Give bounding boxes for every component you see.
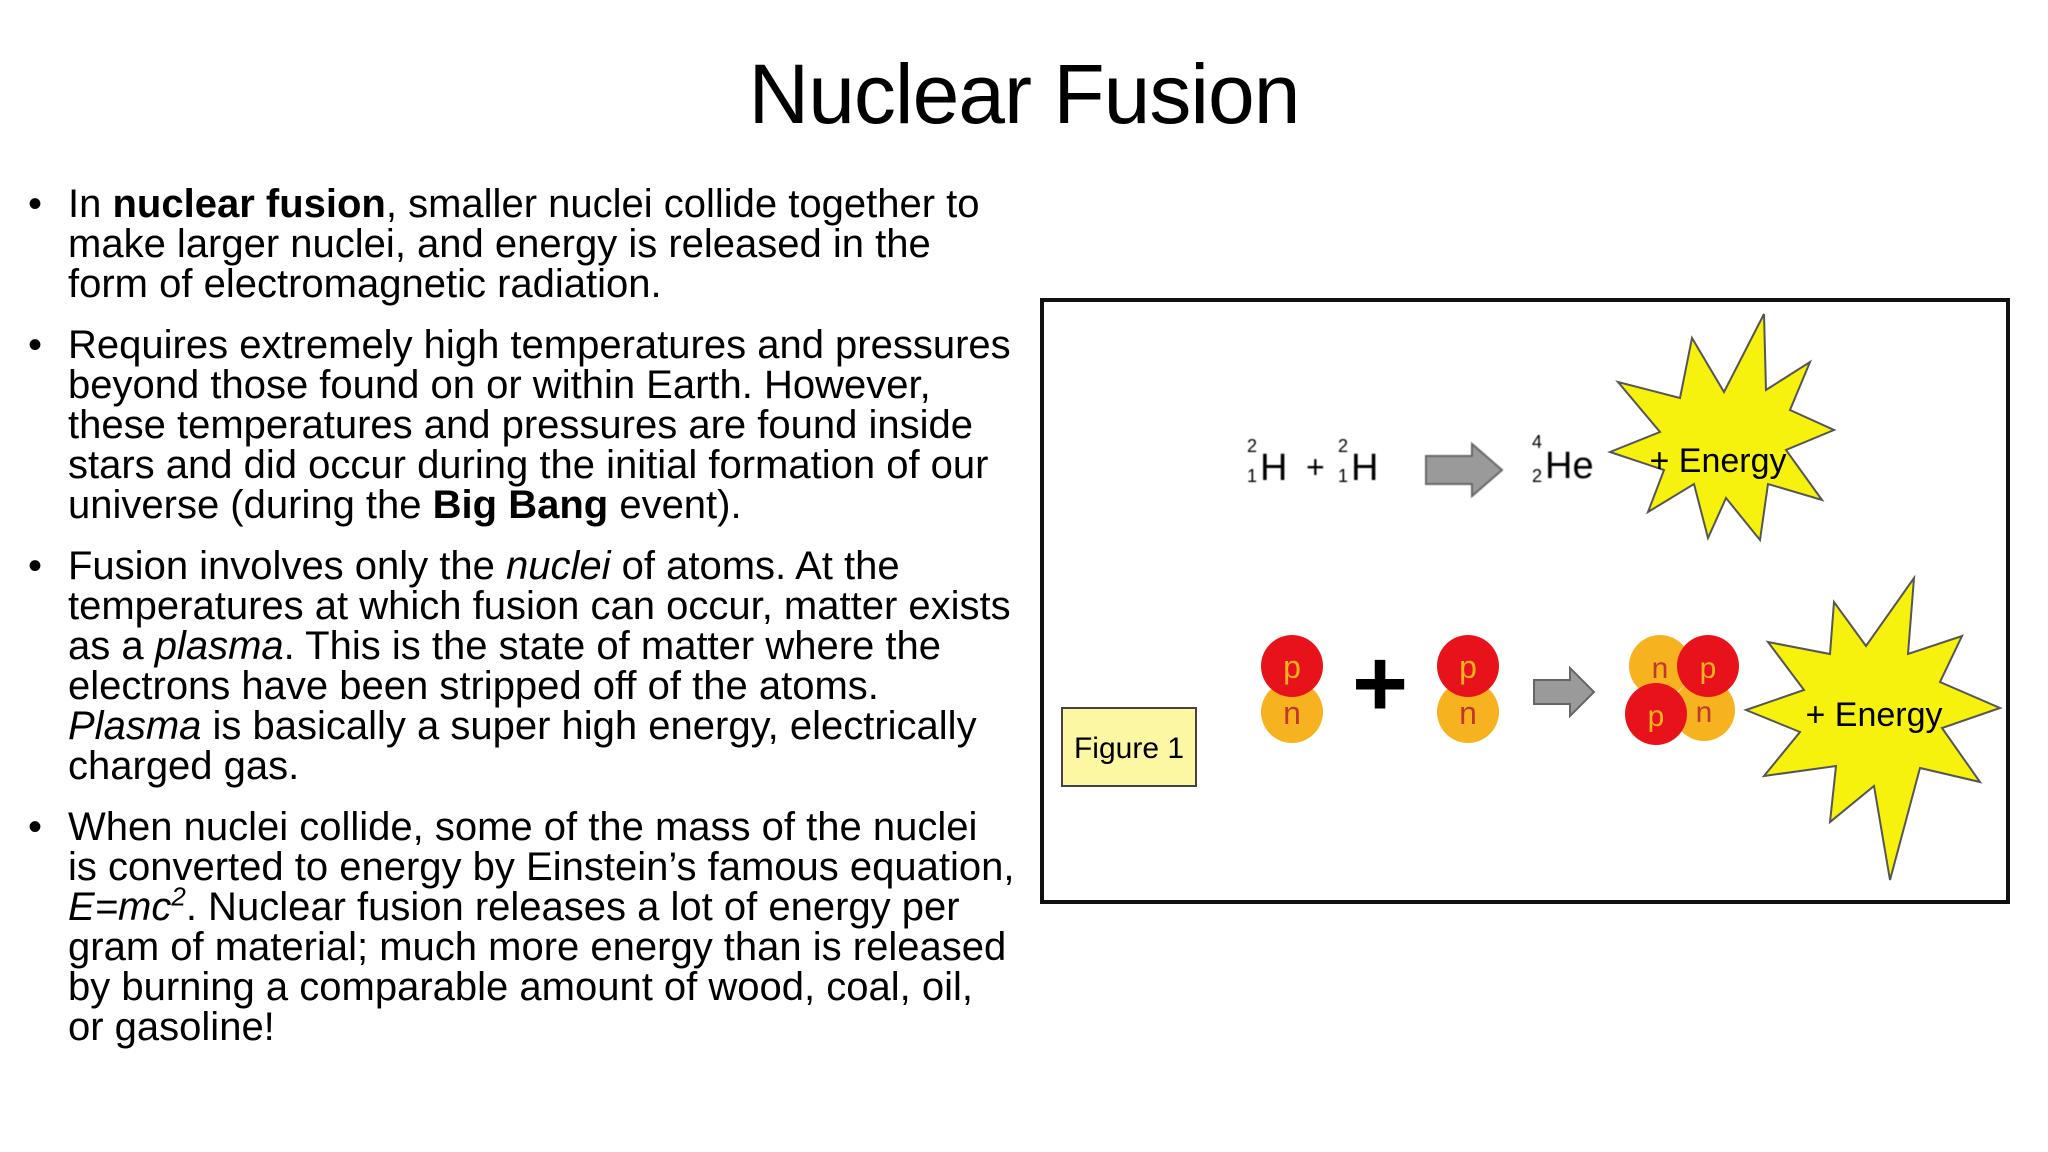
reactant-1-atomic: 1 <box>1247 466 1257 486</box>
helium-nucleus: n p p n <box>1625 635 1739 745</box>
energy-label: + Energy <box>1649 442 1786 480</box>
reactant-2-mass: 2 <box>1338 436 1348 456</box>
proton-label: p <box>1283 649 1301 685</box>
energy-label-2: + Energy <box>1805 696 1942 734</box>
bullet-text-run: Big Bang <box>432 483 609 527</box>
bullet-text-run: 2 <box>171 881 186 912</box>
slide-title: Nuclear Fusion <box>748 47 1301 141</box>
bullet-dot-icon: • <box>28 323 43 367</box>
bullet-text-run: nuclei <box>506 544 611 588</box>
bullet-text-run: plasma <box>154 624 284 668</box>
figure-label: Figure 1 <box>1074 732 1184 765</box>
product-symbol: He <box>1545 445 1594 487</box>
bullet-text-run: of atoms. At the temperatures at which f… <box>68 544 1011 668</box>
bullet-text-run: E=mc <box>68 885 172 929</box>
deuterium-nucleus-1: p n <box>1261 635 1323 743</box>
neutron-label: n <box>1696 696 1713 729</box>
equation-plus: + <box>1306 449 1325 485</box>
neutron-label: n <box>1652 652 1669 685</box>
bullet-dot-icon: • <box>28 805 43 849</box>
bullet-dot-icon: • <box>28 544 43 588</box>
reaction-arrow-2-icon <box>1533 665 1596 719</box>
reactant-1-symbol: H <box>1260 447 1287 489</box>
bullet-text-run: In <box>68 182 113 226</box>
fusion-equation: H 2 1 + H 2 1 He 4 2 <box>1247 432 1594 499</box>
bullet-text-run: When nuclei collide, some of the mass of… <box>68 805 1015 889</box>
bullet-item: • Requires extremely high temperatures an… <box>26 325 1016 525</box>
proton-label: p <box>1459 649 1477 685</box>
reactant-1-mass: 2 <box>1247 436 1257 456</box>
product-atomic: 2 <box>1532 466 1542 486</box>
bullet-list: • In nuclear fusion, smaller nuclei colli… <box>26 184 1016 1068</box>
bullet-text-run: Plasma <box>68 704 202 748</box>
energy-starburst-2-icon: + Energy <box>1743 574 2003 881</box>
proton-label: p <box>1700 652 1717 685</box>
figure-label-box: Figure 1 <box>1061 707 1197 787</box>
bullet-text-run: event). <box>608 483 742 527</box>
figure-1: H 2 1 + H 2 1 He 4 2 + Energy Figure 1 p <box>1040 298 2010 904</box>
proton-label: p <box>1648 700 1665 733</box>
bullet-dot-icon: • <box>28 182 43 226</box>
reaction-arrow-icon <box>1425 441 1504 499</box>
bullet-text-run: nuclear fusion <box>112 182 386 226</box>
big-plus: + <box>1352 630 1408 737</box>
neutron-label: n <box>1459 695 1477 731</box>
bullet-item: • Fusion involves only the nuclei of atom… <box>26 546 1016 786</box>
bullet-text-run: , smaller nuclei collide together to mak… <box>68 182 980 306</box>
reactant-2-symbol: H <box>1351 447 1378 489</box>
neutron-label: n <box>1283 695 1301 731</box>
deuterium-nucleus-2: p n <box>1437 635 1499 743</box>
bullet-text-run: is basically a super high energy, electr… <box>68 704 977 788</box>
bullet-item: • In nuclear fusion, smaller nuclei colli… <box>26 184 1016 304</box>
product-mass: 4 <box>1532 432 1542 452</box>
bullet-item: • When nuclei collide, some of the mass o… <box>26 807 1016 1047</box>
energy-starburst-icon: + Energy <box>1607 313 1837 543</box>
bullet-text-run: . Nuclear fusion releases a lot of energ… <box>68 885 1007 1049</box>
reactant-2-atomic: 1 <box>1338 466 1348 486</box>
bullet-text-run: Fusion involves only the <box>68 544 507 588</box>
fusion-diagram: H 2 1 + H 2 1 He 4 2 + Energy Figure 1 p <box>1061 313 2003 881</box>
bullet-text-run: . This is the state of matter where the … <box>68 624 942 708</box>
bullet-text-run: Requires extremely high temperatures and… <box>68 323 1011 527</box>
